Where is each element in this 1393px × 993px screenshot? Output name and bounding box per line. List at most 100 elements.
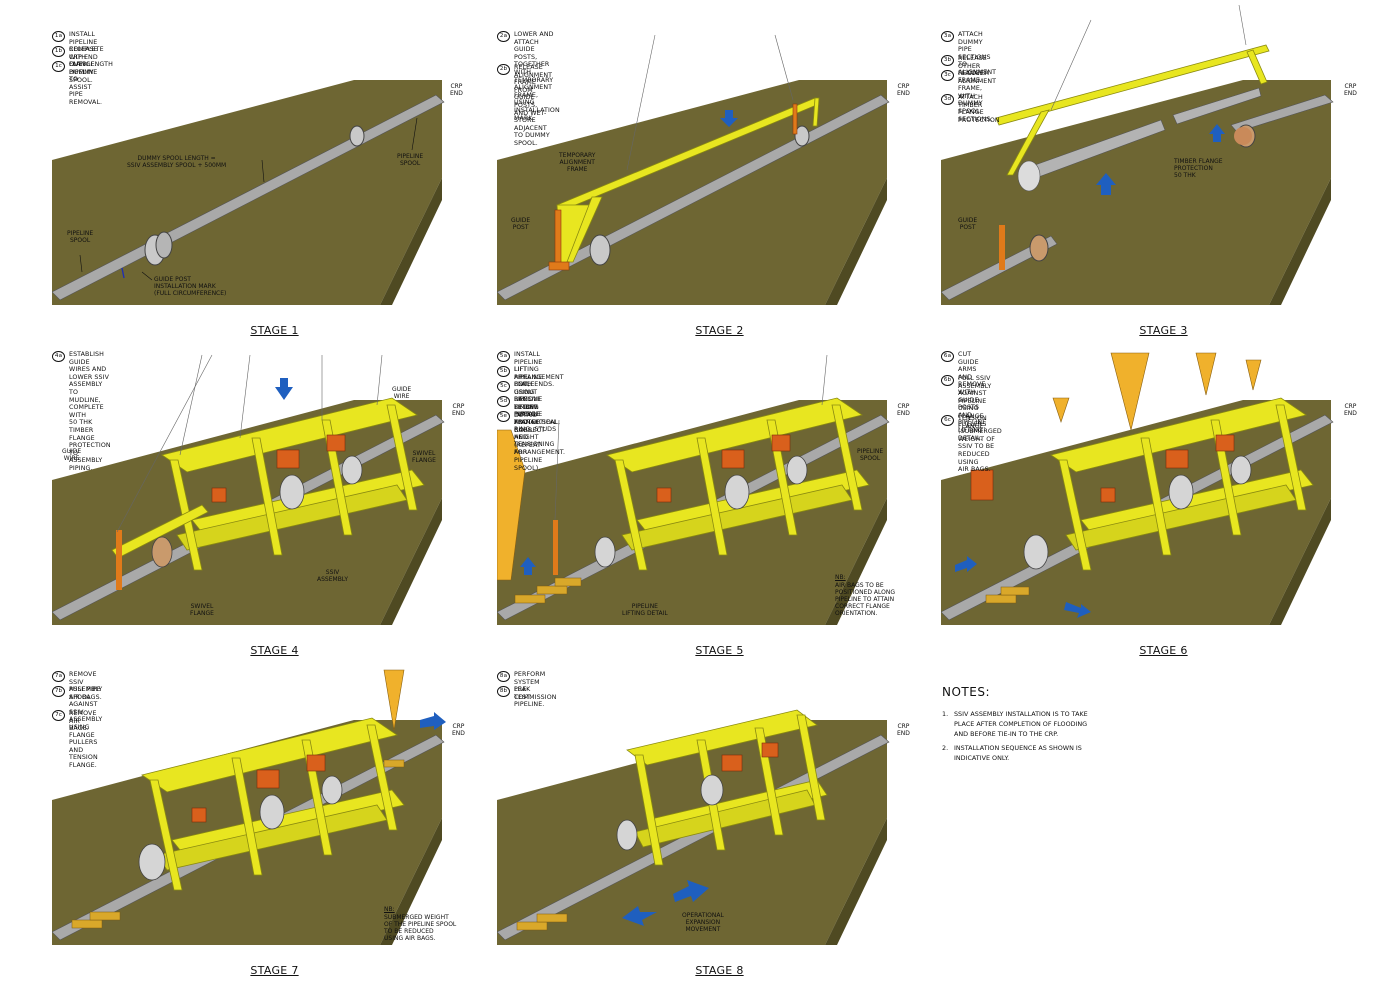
grout-bags [516, 913, 568, 931]
grout-bags [985, 586, 1030, 604]
step-id: 6a [941, 351, 954, 362]
installation-mark [121, 267, 125, 279]
note-text: INSTALLATION SEQUENCE AS SHOWN IS INDICA… [954, 744, 1082, 762]
step-text: LOWER AND ATTACH GUIDE POSTS, TOGETHER W… [514, 31, 560, 122]
nb-heading: NB: [384, 906, 395, 913]
step-text: RECOVER ALIGNMENT FRAME, WITH DUMMY SPOO… [958, 70, 997, 123]
stage-3-illustration [941, 4, 1334, 305]
step-item: 3c RECOVER ALIGNMENT FRAME, WITH DUMMY SP… [941, 70, 996, 123]
step-text: RELEASE CRP END FLANGE. [69, 46, 98, 69]
step-text: RELEASE OTHER FLANGE. [958, 55, 987, 78]
step-text: REMOVE SSIV ASSEMBLY AIR BAGS. [69, 671, 103, 701]
stage-6-panel: 6a CUT GUIDE ARMS AND REMOVE WITH GUIDE P… [941, 320, 1386, 657]
stage-title: STAGE 8 [695, 964, 744, 977]
crp-end-label: CRP END [452, 723, 465, 737]
stage-title: STAGE 3 [1139, 324, 1188, 337]
up-arrow-icon [1096, 173, 1116, 195]
step-id: 3c [941, 70, 954, 81]
step-id: 8b [497, 686, 510, 697]
lift-wire [554, 354, 828, 521]
guide-wire-label: GUIDE WIRE [62, 448, 82, 462]
guide-wire-label: GUIDE WIRE [392, 386, 412, 400]
guide-post-label: GUIDE POST [958, 217, 978, 231]
step-text: RELEASE ALIGNMENT FRAME FROM GUIDE POSTS… [514, 64, 553, 147]
step-id: 5a [497, 351, 510, 362]
step-text: ATTACH TIMBER FLANGE PROTECTION [958, 94, 1000, 124]
step-text: CUT GUIDE ARMS AND REMOVE WITH GUIDE POS… [958, 351, 987, 442]
step-text: REMOVE AIR BAGS. [69, 710, 97, 733]
crp-end-label: CRP END [897, 83, 910, 97]
stage-title: STAGE 7 [250, 964, 299, 977]
valve-assembly [211, 434, 346, 503]
ssiv-assembly [1050, 397, 1314, 571]
nb-text: AIR BAGS TO BE POSITIONED ALONG PIPELINE… [835, 582, 895, 617]
ssiv-assembly [626, 709, 828, 866]
pipeline-spool-label: PIPELINE SPOOL [67, 230, 94, 244]
step-id: 5d [497, 396, 510, 407]
grout-bags [514, 577, 582, 604]
expansion-arrow-icon [622, 906, 657, 926]
stage-title: STAGE 4 [250, 644, 299, 657]
step-item: 7c REMOVE AIR BAGS. [52, 710, 97, 733]
note-item: 1. SSIV ASSEMBLY INSTALLATION IS TO TAKE… [942, 709, 1142, 739]
step-id: 1c [52, 61, 65, 72]
step-id: 4a [52, 351, 65, 362]
ssiv-assembly [111, 397, 425, 571]
step-id: 6c [941, 415, 954, 426]
stage-7-illustration [52, 669, 446, 945]
swivel-flange-label: SWIVEL FLANGE [190, 603, 214, 617]
step-item: 6a CUT GUIDE ARMS AND REMOVE WITH GUIDE P… [941, 351, 986, 442]
step-text: PULL PIPE SPOOL AGAINST SSIV ASSEMBLY US… [69, 686, 103, 769]
timber-protection-label: TIMBER FLANGE PROTECTION 50 THK [1174, 158, 1223, 179]
crp-end-label: CRP END [897, 403, 910, 417]
step-id: 7c [52, 710, 65, 721]
air-bag [497, 429, 526, 581]
down-arrow-icon [275, 378, 293, 400]
step-id: 1a [52, 31, 65, 42]
alignment-frame-label: TEMPORARY ALIGNMENT FRAME [559, 152, 596, 173]
step-item: 1c CUT PIPELINE TO ASSIST PIPE REMOVAL. [52, 61, 102, 107]
pipeline-spool-label: PIPELINE SPOOL [397, 153, 424, 167]
pipeline-spool-label: PIPELINE SPOOL [857, 448, 884, 462]
installation-mark-label: GUIDE POST INSTALLATION MARK (FULL CIRCU… [154, 276, 227, 297]
step-text: INSTALL PIPELINE LIFTING ARRANGEMENT BOT… [514, 351, 564, 389]
step-text: CUT PIPELINE TO ASSIST PIPE REMOVAL. [69, 61, 103, 106]
stage-title: STAGE 1 [250, 324, 299, 337]
flange-cluster [1023, 455, 1252, 570]
swivel-flange-label: SWIVEL FLANGE [412, 450, 436, 464]
step-id: 6b [941, 375, 954, 386]
stage-8-illustration [497, 709, 890, 945]
up-arrow-icon [520, 557, 536, 575]
step-id: 2a [497, 31, 510, 42]
flange-cluster [144, 125, 365, 266]
guide-post-label: GUIDE POST [511, 217, 531, 231]
step-text: PLACE GROUT BAGS BELOW PIPELINE TO CORRE… [514, 381, 546, 472]
up-arrow-icon [1209, 124, 1225, 142]
stage-2-illustration [497, 34, 890, 305]
arrow-icon [1064, 602, 1091, 618]
guide-post [548, 103, 798, 271]
step-text: INSTALL PIPELINE COMPLETE WITH OVERLENGT… [69, 31, 113, 84]
step-id: 8a [497, 671, 510, 682]
flange-cluster [151, 455, 363, 568]
step-id: 5b [497, 366, 510, 377]
air-bag [383, 669, 405, 731]
stage-5-panel: 5a INSTALL PIPELINE LIFTING ARRANGEMENT B… [497, 320, 942, 657]
alignment-frame [556, 97, 820, 266]
guide-post [116, 530, 122, 590]
arrow-icon [955, 556, 977, 572]
